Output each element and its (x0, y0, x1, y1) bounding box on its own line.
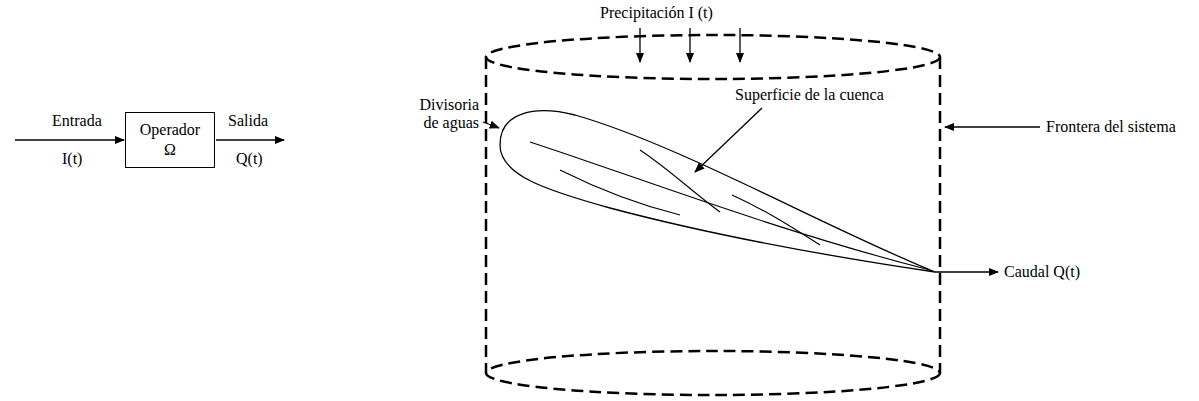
annotation-label: Divisoria de aguas (405, 96, 479, 132)
annotation-label: Salida (228, 112, 268, 130)
annotation-label: Caudal Q(t) (1004, 263, 1080, 281)
process-box: OperadorΩ (125, 112, 215, 168)
precipitation-arrows (640, 28, 740, 62)
annotation-label: Superficie de la cuenca (735, 86, 884, 104)
output-arrow (216, 139, 284, 140)
stream-network (530, 142, 930, 270)
watershed-outline (500, 111, 935, 272)
annotation-label: Frontera del sistema (1046, 118, 1176, 136)
system-boundary (486, 35, 940, 395)
annotation-label: Entrada (52, 112, 102, 130)
box-text: Ω (164, 140, 176, 160)
annotation-label: Precipitación I (t) (600, 4, 713, 22)
leader-arrows (483, 108, 1040, 272)
annotation-label: I(t) (62, 150, 82, 168)
input-arrow (15, 139, 124, 140)
annotation-label: Q(t) (236, 150, 263, 168)
box-text: Operador (140, 120, 200, 140)
